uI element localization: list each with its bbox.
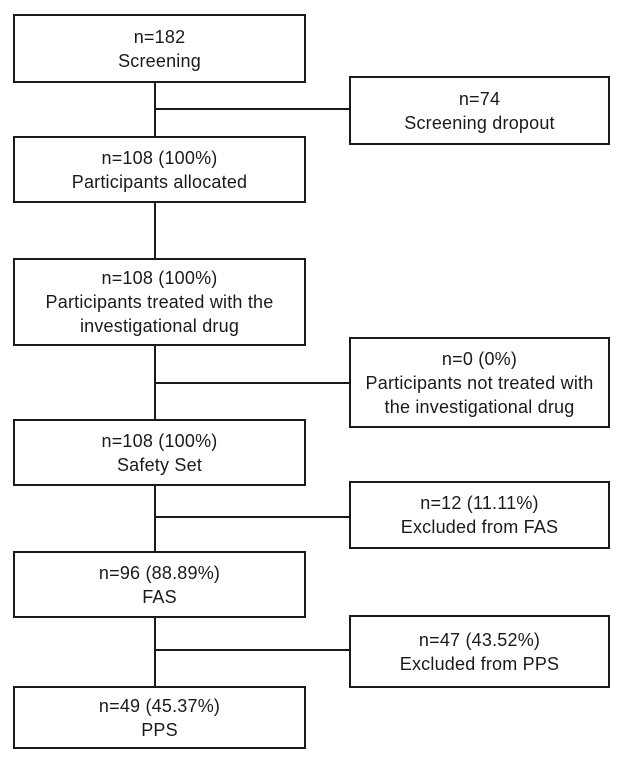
box-count: n=47 (43.52%) bbox=[418, 629, 541, 650]
box-count: n=108 (100%) bbox=[101, 430, 218, 451]
flow-box-screening: n=182 Screening bbox=[13, 14, 306, 83]
flow-box-not-treated: n=0 (0%) Participants not treated with t… bbox=[349, 337, 610, 428]
connector-line-vertical bbox=[154, 618, 156, 686]
connector-line-vertical bbox=[154, 486, 156, 551]
flow-box-participants-allocated: n=108 (100%) Participants allocated bbox=[13, 136, 306, 203]
box-label: FAS bbox=[142, 586, 177, 607]
box-label: Excluded from PPS bbox=[399, 653, 560, 674]
box-label: Participants treated with the investigat… bbox=[45, 292, 274, 336]
box-label: Screening bbox=[118, 50, 201, 71]
box-label: Participants allocated bbox=[71, 171, 248, 192]
flow-box-excluded-from-fas: n=12 (11.11%) Excluded from FAS bbox=[349, 481, 610, 549]
connector-line-horizontal bbox=[155, 516, 349, 518]
flow-box-excluded-from-pps: n=47 (43.52%) Excluded from PPS bbox=[349, 615, 610, 688]
connector-line-horizontal bbox=[155, 382, 349, 384]
box-label: Excluded from FAS bbox=[400, 517, 559, 537]
flow-box-fas: n=96 (88.89%) FAS bbox=[13, 551, 306, 618]
box-count: n=49 (45.37%) bbox=[98, 695, 221, 716]
box-count: n=108 (100%) bbox=[101, 268, 218, 288]
box-count: n=96 (88.89%) bbox=[98, 562, 221, 583]
box-label: Participants not treated with the invest… bbox=[365, 372, 594, 417]
box-label: Screening dropout bbox=[404, 112, 555, 133]
box-count: n=74 bbox=[458, 88, 501, 109]
box-label: PPS bbox=[141, 719, 178, 740]
connector-line-vertical bbox=[154, 203, 156, 258]
box-count: n=12 (11.11%) bbox=[420, 493, 539, 513]
connector-line-horizontal bbox=[155, 649, 349, 651]
flow-box-participants-treated: n=108 (100%) Participants treated with t… bbox=[13, 258, 306, 346]
flow-box-screening-dropout: n=74 Screening dropout bbox=[349, 76, 610, 145]
flow-box-pps: n=49 (45.37%) PPS bbox=[13, 686, 306, 749]
box-count: n=108 (100%) bbox=[101, 147, 218, 168]
box-count: n=0 (0%) bbox=[441, 348, 518, 369]
box-count: n=182 bbox=[133, 26, 186, 47]
flow-box-safety-set: n=108 (100%) Safety Set bbox=[13, 419, 306, 486]
connector-line-horizontal bbox=[155, 108, 349, 110]
box-label: Safety Set bbox=[116, 454, 203, 475]
